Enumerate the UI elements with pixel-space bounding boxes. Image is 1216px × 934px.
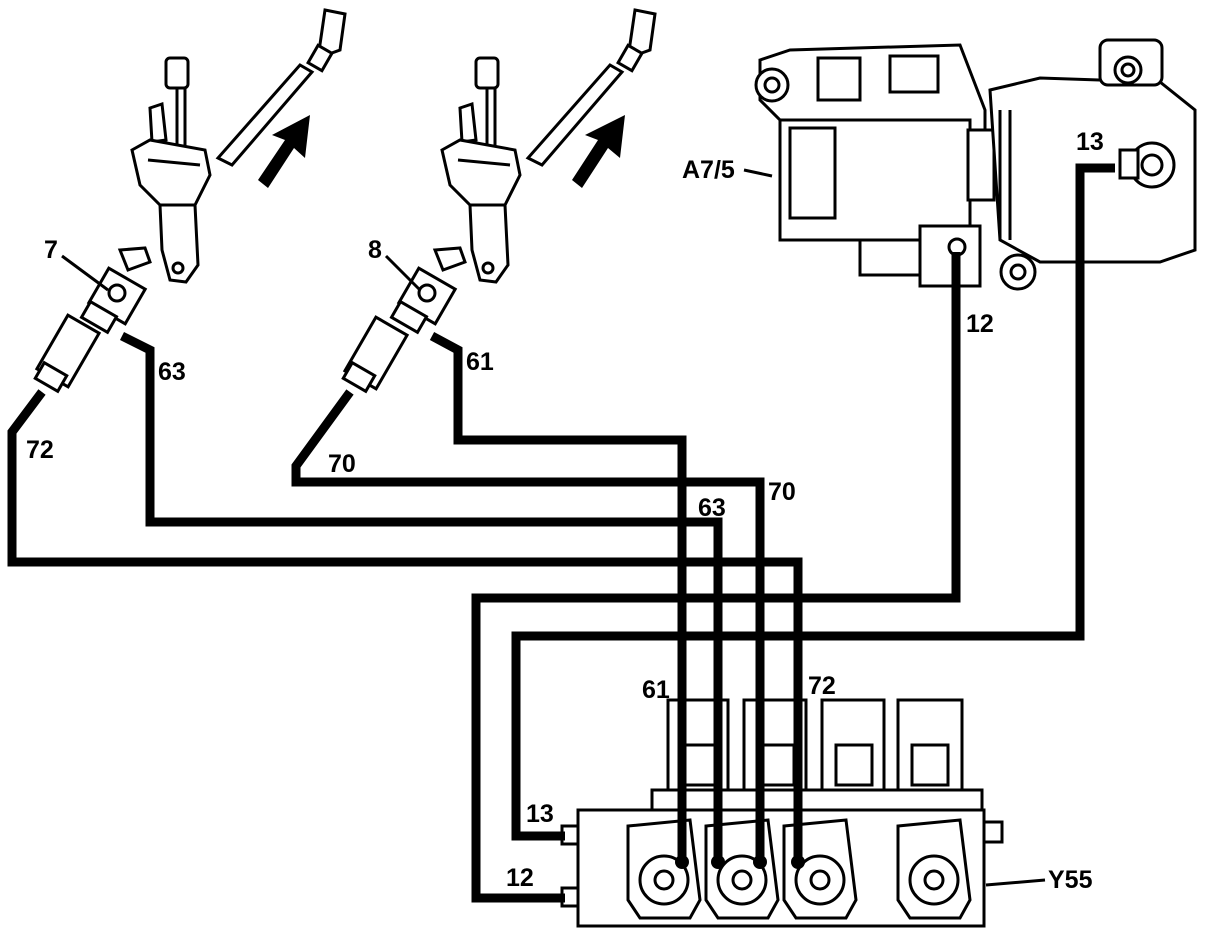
direction-arrow-left-icon [258, 115, 310, 188]
wire-70-mid-label: 70 [768, 478, 796, 506]
solenoid-valve-2 [704, 818, 780, 920]
line-61 [429, 332, 687, 862]
solenoid-valve-1 [626, 818, 702, 920]
line-72 [7, 389, 803, 862]
switch-8-label: 8 [368, 236, 382, 264]
actuator-a7-5 [754, 38, 1197, 291]
wire-63-mid-label: 63 [698, 494, 726, 522]
actuator-label: A7/5 [682, 156, 735, 184]
line-13 [511, 163, 1115, 841]
valve-port-12-label: 12 [506, 864, 534, 892]
actuator-port-12-label: 12 [966, 310, 994, 338]
switch-7-label: 7 [44, 236, 58, 264]
actuator-port-13-label: 13 [1076, 128, 1104, 156]
wire-70-left-label: 70 [328, 450, 356, 478]
line-12 [471, 252, 961, 903]
wire-61-bottom-label: 61 [642, 676, 670, 704]
wire-72-left-label: 72 [26, 436, 54, 464]
lever-right-icon [440, 56, 522, 284]
wire-63-top-label: 63 [158, 358, 186, 386]
push-rod-right-icon [525, 8, 657, 167]
direction-arrow-right-icon [572, 115, 625, 188]
push-rod-left-icon [215, 8, 347, 167]
solenoid-valve-4 [896, 818, 972, 920]
line-70 [291, 389, 765, 862]
wire-72-bottom-label: 72 [808, 672, 836, 700]
lever-left-icon [130, 56, 212, 284]
pneumatic-switch-7 [33, 246, 152, 394]
pneumatic-switch-8 [341, 246, 467, 394]
valve-block-label: Y55 [1048, 866, 1093, 894]
wire-61-top-label: 61 [466, 348, 494, 376]
valve-block-y55 [560, 698, 1004, 928]
valve-port-13-label: 13 [526, 800, 554, 828]
